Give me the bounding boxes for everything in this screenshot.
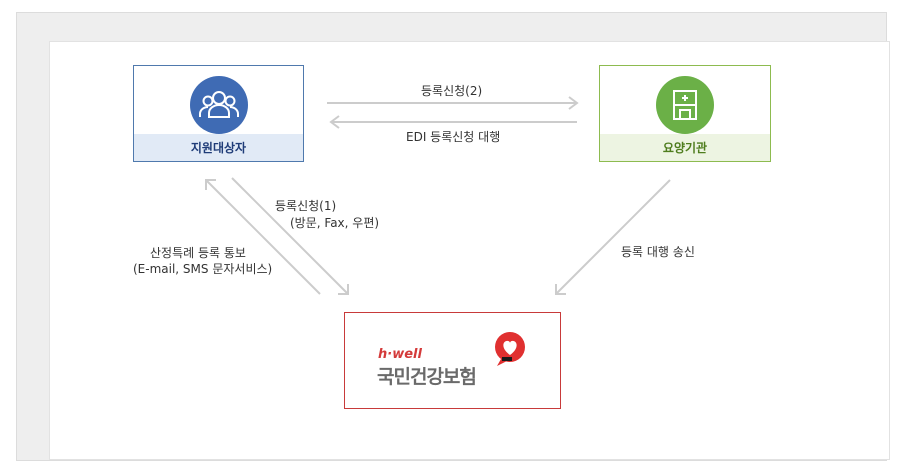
node-support-label: 지원대상자 [134, 134, 303, 161]
node-support-target: 지원대상자 [133, 65, 304, 162]
node-care-label: 요양기관 [600, 134, 770, 161]
label-reg2: 등록신청(2) [421, 84, 483, 98]
arrow-nhis-to-support [205, 179, 321, 295]
label-proxy: 등록 대행 송신 [621, 245, 695, 259]
node-care-institution: 요양기관 [599, 65, 771, 162]
people-icon [189, 76, 248, 134]
arrow-head [568, 96, 579, 110]
arrow-head [338, 284, 349, 295]
label-reg1-line2: (방문, Fax, 우편) [290, 216, 380, 230]
nhis-brand: h·well [378, 347, 422, 362]
arrow-head [205, 179, 216, 190]
arrow-head [555, 284, 566, 295]
arrow-head [329, 115, 340, 129]
arrow-care-to-nhis [555, 179, 671, 295]
nhis-name: 국민건강보험 [377, 366, 477, 388]
label-reg1-line1: 등록신청(1) [275, 199, 337, 213]
label-edi: EDI 등록신청 대행 [406, 130, 501, 144]
hospital-building-icon [656, 76, 714, 134]
node-nhis [344, 312, 561, 409]
label-notify-line2: (E-mail, SMS 문자서비스) [133, 262, 273, 276]
arrow-support-to-nhis [231, 177, 349, 295]
speech-heart-logo [495, 332, 525, 366]
label-notify-line1: 산정특례 등록 통보 [150, 246, 246, 260]
